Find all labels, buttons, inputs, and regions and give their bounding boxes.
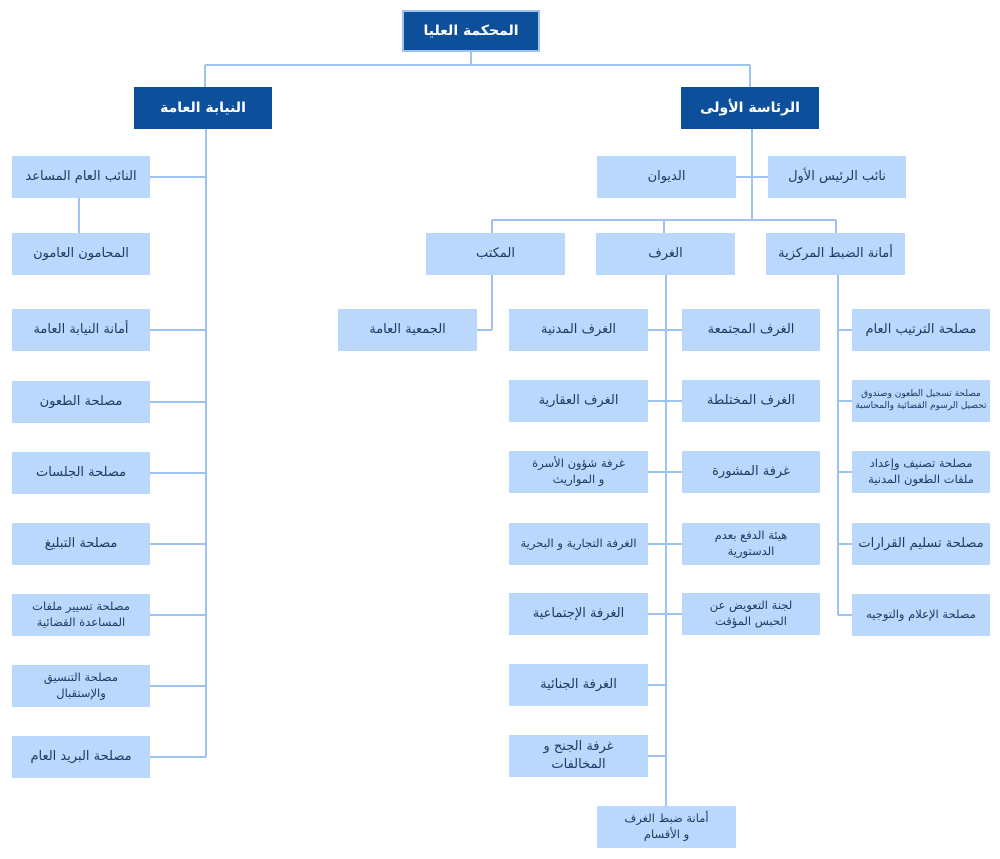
pp-item-hearings-service: مصلحة الجلسات [12, 452, 150, 494]
supreme-court-box: المحكمة العليا [402, 10, 540, 52]
chamber-commercial-maritime: الغرفة التجارية و البحرية [509, 523, 648, 565]
pp-item-appeals-service: مصلحة الطعون [12, 381, 150, 423]
detention-compensation-committee: لجنة التعويض عن الحبس المؤقت [682, 593, 820, 635]
constitutionality-body: هيئة الدفع بعدم الدستورية [682, 523, 820, 565]
central-registry-box: أمانة الضبط المركزية [766, 233, 905, 275]
registry-information: مصلحة الإعلام والتوجيه [852, 594, 990, 636]
chamber-combined: الغرف المجتمعة [682, 309, 820, 351]
chambers-box: الغرف [596, 233, 735, 275]
chamber-civil: الغرف المدنية [509, 309, 648, 351]
chamber-social: الغرفة الإجتماعية [509, 593, 648, 635]
pp-item-notification-service: مصلحة التبليغ [12, 523, 150, 565]
office-box: المكتب [426, 233, 565, 275]
public-prosecution-box: النيابة العامة [134, 87, 272, 129]
pp-item-legal-aid-service: مصلحة تسيير ملفات المساعدة القضائية [12, 594, 150, 636]
pp-item-secretariat: أمانة النيابة العامة [12, 309, 150, 351]
pp-item-coordination-service: مصلحة التنسيق والإستقبال [12, 665, 150, 707]
registry-general-filing: مصلحة الترتيب العام [852, 309, 990, 351]
chambers-registry-box: أمانة ضبط الغرف و الأقسام [597, 806, 736, 848]
pp-item-mail-service: مصلحة البريد العام [12, 736, 150, 778]
chamber-real-estate: الغرف العقارية [509, 380, 648, 422]
registry-decisions-delivery: مصلحة تسليم القرارات [852, 523, 990, 565]
first-presidency-box: الرئاسة الأولى [681, 87, 819, 129]
registry-appeals-fees: مصلحة تسجيل الطعون وصندوق تحصيل الرسوم ا… [852, 380, 990, 422]
pp-item-deputy-prosecutor: النائب العام المساعد [12, 156, 150, 198]
chamber-mixed: الغرف المختلطة [682, 380, 820, 422]
diwan-box: الديوان [597, 156, 736, 198]
chamber-criminal: الغرفة الجنائية [509, 664, 648, 706]
pp-item-general-attorneys: المحامون العامون [12, 233, 150, 275]
chamber-family: غرفة شؤون الأسرة و المواريث [509, 451, 648, 493]
general-assembly-box: الجمعية العامة [338, 309, 477, 351]
registry-civil-files: مصلحة تصنيف وإعداد ملفات الطعون المدنية [852, 451, 990, 493]
chamber-misdemeanors: غرفة الجنح و المخالفات [509, 735, 648, 777]
chamber-council: غرفة المشورة [682, 451, 820, 493]
vice-president-box: نائب الرئيس الأول [768, 156, 906, 198]
